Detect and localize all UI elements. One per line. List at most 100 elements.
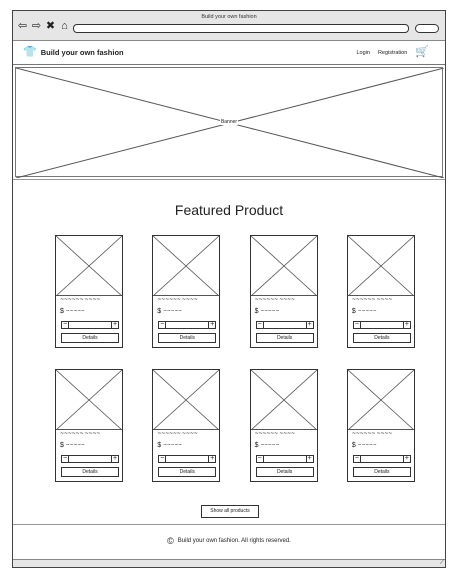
product-image-placeholder[interactable]	[250, 235, 317, 297]
increment-button[interactable]: +	[305, 455, 314, 463]
footer-divider	[13, 524, 445, 525]
currency-symbol: $	[157, 308, 162, 315]
product-grid: ~~~~~~ ~~~~ $ ~~~~~ − + Details ~~~~~~ ~…	[55, 235, 415, 482]
quantity-stepper[interactable]: − +	[352, 321, 411, 329]
quantity-stepper[interactable]: − +	[61, 321, 119, 329]
stop-icon[interactable]: ✖	[45, 20, 56, 32]
product-image-placeholder[interactable]	[347, 369, 415, 431]
product-name: ~~~~~~ ~~~~	[351, 297, 393, 303]
image-cross	[347, 369, 415, 431]
browser-window: Build your own fashion ⇦ ⇨ ✖ ⌂ 👕 Build y…	[12, 10, 446, 568]
details-button[interactable]: Details	[352, 467, 411, 477]
product-image-placeholder[interactable]	[153, 369, 220, 431]
decrement-button[interactable]: −	[158, 455, 167, 463]
increment-button[interactable]: +	[402, 321, 411, 329]
brand-logo[interactable]: 👕 Build your own fashion	[23, 47, 124, 58]
product-price: ~~~~~	[65, 309, 85, 314]
image-cross	[153, 369, 220, 431]
product-name: ~~~~~~ ~~~~	[60, 431, 101, 437]
decrement-button[interactable]: −	[158, 321, 167, 329]
product-image-placeholder[interactable]	[55, 369, 123, 431]
site-footer: © Build your own fashion. All rights res…	[13, 536, 445, 546]
increment-button[interactable]: +	[402, 455, 411, 463]
registration-link[interactable]: Registration	[377, 49, 408, 56]
search-bar[interactable]	[415, 24, 439, 33]
product-price-row: $ ~~~~~	[255, 308, 280, 315]
product-image-placeholder[interactable]	[347, 235, 415, 297]
decrement-button[interactable]: −	[352, 321, 361, 329]
address-bar[interactable]	[73, 24, 409, 33]
currency-symbol: $	[351, 442, 356, 449]
image-cross	[347, 235, 415, 297]
product-price-row: $ ~~~~~	[352, 308, 377, 315]
status-bar: ⟋	[13, 559, 445, 567]
product-price: ~~~~~	[163, 309, 183, 314]
quantity-stepper[interactable]: − +	[352, 455, 411, 463]
quantity-stepper[interactable]: − +	[255, 321, 314, 329]
increment-button[interactable]: +	[111, 321, 119, 329]
decrement-button[interactable]: −	[255, 455, 264, 463]
product-card: ~~~~~~ ~~~~ $ ~~~~~ − + Details	[346, 235, 415, 348]
product-price: ~~~~~	[357, 309, 377, 314]
currency-symbol: $	[157, 442, 162, 449]
image-cross	[153, 235, 220, 297]
product-name: ~~~~~~ ~~~~	[60, 297, 101, 303]
decrement-button[interactable]: −	[61, 455, 69, 463]
details-button[interactable]: Details	[255, 467, 314, 477]
currency-symbol: $	[254, 308, 259, 315]
product-card: ~~~~~~ ~~~~ $ ~~~~~ − + Details	[249, 235, 318, 348]
image-cross	[55, 369, 123, 431]
decrement-button[interactable]: −	[61, 321, 69, 329]
details-button[interactable]: Details	[255, 333, 314, 343]
forward-icon[interactable]: ⇨	[31, 20, 42, 32]
browser-nav: ⇦ ⇨ ✖ ⌂	[17, 21, 70, 32]
product-card: ~~~~~~ ~~~~ $ ~~~~~ − + Details	[152, 369, 221, 482]
product-card: ~~~~~~ ~~~~ $ ~~~~~ − + Details	[346, 369, 415, 482]
details-button[interactable]: Details	[61, 467, 119, 477]
details-button[interactable]: Details	[61, 333, 119, 343]
quantity-stepper[interactable]: − +	[255, 455, 314, 463]
currency-symbol: $	[60, 308, 64, 315]
banner-placeholder: Banner	[15, 67, 444, 178]
product-price-row: $ ~~~~~	[255, 442, 280, 449]
decrement-button[interactable]: −	[352, 455, 361, 463]
currency-symbol: $	[254, 442, 259, 449]
product-image-placeholder[interactable]	[55, 235, 123, 297]
currency-symbol: $	[60, 442, 64, 449]
quantity-stepper[interactable]: − +	[61, 455, 119, 463]
increment-button[interactable]: +	[305, 321, 314, 329]
title-bar: Build your own fashion ⇦ ⇨ ✖ ⌂	[13, 11, 445, 41]
tshirt-icon: 👕	[23, 46, 37, 58]
show-all-products-button[interactable]: Show all products	[201, 505, 259, 518]
product-card: ~~~~~~ ~~~~ $ ~~~~~ − + Details	[249, 369, 318, 482]
details-button[interactable]: Details	[352, 333, 411, 343]
product-card: ~~~~~~ ~~~~ $ ~~~~~ − + Details	[55, 235, 123, 348]
product-image-placeholder[interactable]	[153, 235, 220, 297]
details-button[interactable]: Details	[158, 333, 217, 343]
banner-label: Banner	[219, 119, 239, 125]
product-price: ~~~~~	[260, 443, 280, 448]
product-price: ~~~~~	[260, 309, 280, 314]
product-price: ~~~~~	[357, 443, 377, 448]
shopping-cart-icon[interactable]: 🛒	[415, 46, 429, 58]
product-price-row: $ ~~~~~	[157, 308, 182, 315]
decrement-button[interactable]: −	[255, 321, 264, 329]
login-link[interactable]: Login	[356, 49, 370, 56]
product-price-row: $ ~~~~~	[157, 442, 182, 449]
home-icon[interactable]: ⌂	[61, 20, 68, 32]
back-icon[interactable]: ⇦	[17, 20, 28, 32]
details-button[interactable]: Details	[158, 467, 217, 477]
quantity-stepper[interactable]: − +	[158, 321, 217, 329]
brand-name: Build your own fashion	[40, 48, 124, 57]
product-image-placeholder[interactable]	[250, 369, 317, 431]
increment-button[interactable]: +	[208, 455, 217, 463]
product-price-row: $ ~~~~~	[60, 308, 85, 315]
quantity-stepper[interactable]: − +	[158, 455, 217, 463]
resize-grip-icon[interactable]: ⟋	[439, 560, 444, 566]
product-name: ~~~~~~ ~~~~	[254, 297, 295, 303]
product-name: ~~~~~~ ~~~~	[157, 297, 198, 303]
increment-button[interactable]: +	[208, 321, 217, 329]
section-divider	[13, 179, 445, 180]
header-nav: Login Registration 🛒	[356, 47, 429, 58]
increment-button[interactable]: +	[111, 455, 119, 463]
